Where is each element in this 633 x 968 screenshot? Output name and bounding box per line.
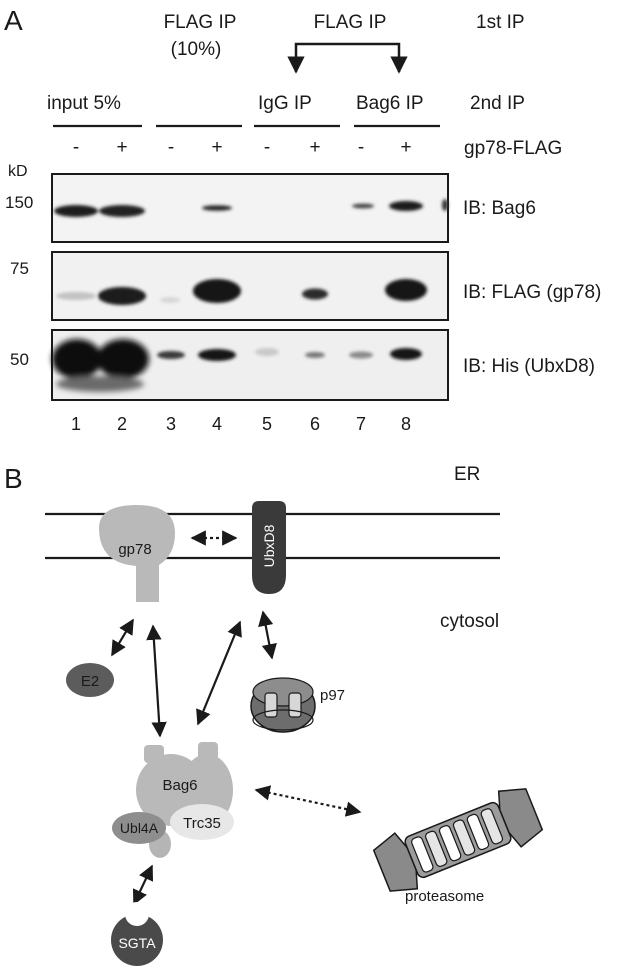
marker-150: 150 [5, 193, 33, 212]
flag-ip-label: FLAG IP [314, 12, 387, 33]
gp78-bag6-interaction [146, 624, 167, 738]
bag6-proteasome-interaction [254, 785, 362, 817]
proteasome-ring [411, 836, 434, 873]
lane-sign: - [264, 137, 270, 158]
second-ip-label: 2nd IP [470, 93, 525, 114]
lane-sign: + [400, 137, 411, 158]
lane-sign: + [309, 137, 320, 158]
kd-label: kD [8, 163, 28, 180]
proteasome-ring [438, 825, 462, 862]
ubl4a-sgta-interaction [132, 864, 154, 906]
trc35-label: Trc35 [183, 815, 221, 832]
e2-gp78-interaction [111, 618, 134, 657]
proteasome-label: proteasome [405, 888, 484, 905]
ubxd8-protein: UbxD8 [252, 501, 286, 594]
blot-his-ubxd8 [51, 329, 449, 401]
marker-50: 50 [10, 350, 29, 369]
lane-number: 8 [401, 414, 411, 434]
gp78-flag-label: gp78-FLAG [464, 138, 562, 159]
lane-sign: - [168, 137, 174, 158]
ubl4a-label: Ubl4A [120, 820, 159, 836]
panel-b-label: B [4, 463, 23, 494]
blot-label-bag6: IB: Bag6 [463, 198, 536, 219]
lane-number: 1 [71, 414, 81, 434]
blot-label-his-ubxd8: IB: His (UbxD8) [463, 356, 595, 377]
first-ip-label: 1st IP [476, 12, 525, 33]
proteasome-ring [480, 808, 504, 845]
flag-ip-10-label-line1: FLAG IP [164, 12, 237, 33]
p97-complex: p97 [250, 677, 345, 733]
lane-sign: + [116, 137, 127, 158]
lane-number: 6 [310, 414, 320, 434]
bag6-label: Bag6 [162, 777, 197, 794]
lane-sign: - [358, 137, 364, 158]
lane-number: 4 [212, 414, 222, 434]
first-ip-bracket [287, 42, 408, 74]
lane-sign: + [211, 137, 222, 158]
proteasome-complex [372, 788, 544, 892]
bag6-ip-label: Bag6 IP [356, 93, 424, 114]
er-label: ER [454, 464, 480, 485]
proteasome-ring [466, 813, 490, 851]
ubxd8-bag6-interaction [196, 620, 242, 726]
panel-a: A FLAG IP (10%) FLAG IP 1st IP input 5% … [4, 5, 601, 434]
lane-number: 7 [356, 414, 366, 434]
blot-label-flag-gp78: IB: FLAG (gp78) [463, 282, 601, 303]
e2-protein: E2 [66, 663, 114, 697]
blot-flag-gp78 [51, 251, 449, 321]
lane-sign: - [73, 137, 79, 158]
lane-number: 5 [262, 414, 272, 434]
ubxd8-label: UbxD8 [261, 524, 277, 567]
gp78-label: gp78 [118, 541, 151, 558]
lane-number: 3 [166, 414, 176, 434]
lane-number: 2 [117, 414, 127, 434]
cytosol-label: cytosol [440, 611, 499, 632]
gp78-protein: gp78 [99, 505, 175, 602]
input-label: input 5% [47, 93, 121, 114]
blot-bag6 [51, 173, 449, 243]
panel-a-label: A [4, 5, 23, 36]
panel-b: B ER cytosol gp78 UbxD8 E2 [4, 463, 544, 966]
proteasome-ring [452, 819, 476, 856]
sign-row: - + - + - + - + [73, 137, 412, 158]
e2-label: E2 [81, 673, 99, 690]
proteasome-ring [424, 830, 448, 867]
bag6-complex: Bag6 Ubl4A Trc35 [112, 742, 234, 858]
sgta-protein: SGTA [111, 902, 163, 966]
marker-75: 75 [10, 259, 29, 278]
lane-number-row: 1 2 3 4 5 6 7 8 [71, 414, 411, 434]
ubxd8-p97-interaction [258, 610, 277, 660]
flag-ip-10-label-line2: (10%) [171, 39, 222, 60]
p97-label: p97 [320, 687, 345, 704]
igg-ip-label: IgG IP [258, 93, 312, 114]
sgta-label: SGTA [118, 935, 156, 951]
